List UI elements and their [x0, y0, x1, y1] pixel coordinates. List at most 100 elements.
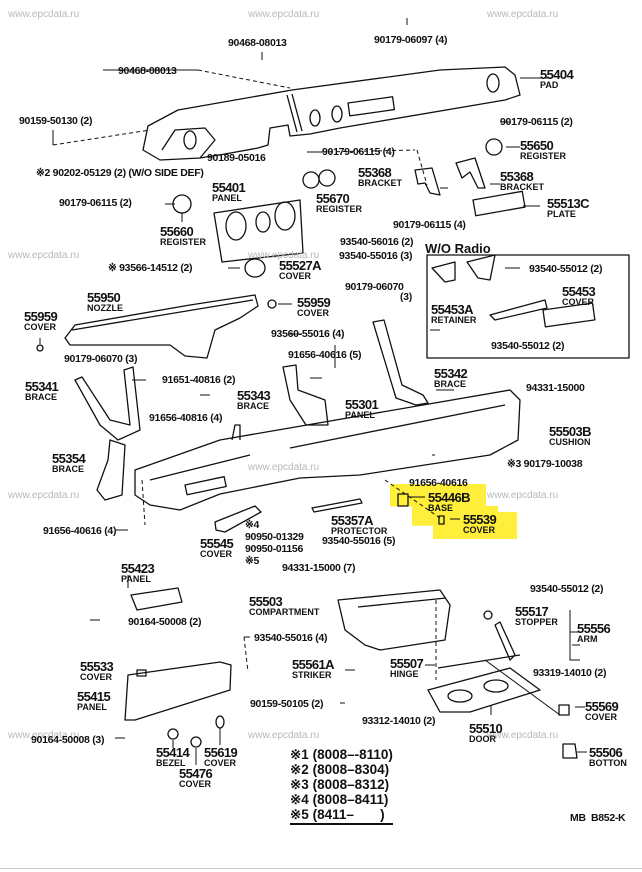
part-label-93319-14010[interactable]: 93319-14010 (2)	[533, 667, 607, 679]
part-label-93540-55012[interactable]: 93540-55012 (2)	[491, 340, 565, 352]
watermark: www.epcdata.ru	[248, 462, 320, 473]
cover-55545-shape	[214, 505, 262, 533]
cover-55453-shape	[542, 302, 596, 328]
part-label-93540-56016[interactable]: 93540-56016 (2)	[340, 236, 414, 248]
part-label-90179-06070[interactable]: 90179-06070(3)	[345, 281, 413, 303]
part-label-91656-40616[interactable]: 91656-40616 (5)	[288, 349, 362, 361]
part-label-93560-55016[interactable]: 93560-55016 (4)	[271, 328, 345, 340]
part-label-90179-06070[interactable]: 90179-06070 (3)	[64, 353, 138, 365]
base-55446b-shape	[397, 493, 409, 507]
part-label-90468-08013[interactable]: 90468-08013	[228, 37, 287, 49]
pad-55404-shape	[142, 66, 521, 161]
part-label-90179-06115[interactable]: 90179-06115 (2)	[500, 116, 573, 128]
part-label-91656-40816[interactable]: 91656-40816 (4)	[149, 412, 223, 424]
brace-55354-shape	[96, 439, 126, 501]
part-label-90179-10038[interactable]: ※3 90179-10038	[507, 458, 583, 470]
compartment-55503-shape	[337, 589, 451, 651]
part-label-93540-55016[interactable]: 93540-55016 (4)	[254, 632, 328, 644]
panel-55423-shape	[130, 587, 183, 611]
cover-55619-shape	[215, 715, 225, 729]
part-label-93540-55012[interactable]: 93540-55012 (2)	[530, 583, 604, 595]
part-label-93312-14010[interactable]: 93312-14010 (2)	[362, 715, 436, 727]
part-label-91656-40616[interactable]: 91656-40616 (4)	[43, 525, 117, 537]
part-label-90164-50008[interactable]: 90164-50008 (3)	[31, 734, 105, 746]
bottom-border	[0, 868, 642, 869]
cover-55533-shape	[136, 669, 147, 677]
part-label-90468-08013[interactable]: 90468-08013	[118, 65, 177, 77]
part-label-90189-05016[interactable]: 90189-05016	[207, 152, 266, 164]
legend-item: ※3 (8008–8312)	[290, 777, 390, 792]
part-label-90179-06115[interactable]: 90179-06115 (4)	[393, 219, 466, 231]
part-label-90950[interactable]: ※4 90950-01329 90950-01156 ※5	[245, 519, 304, 567]
part-label-94331-15000[interactable]: 94331-15000 (7)	[282, 562, 356, 574]
watermark: www.epcdata.ru	[248, 250, 320, 261]
part-label-91656-40616[interactable]: 91656-40616	[409, 477, 468, 489]
plate-55513c-shape	[472, 190, 526, 217]
part-label-93540-55016[interactable]: 93540-55016 (5)	[322, 535, 396, 547]
part-label-90159-50105[interactable]: 90159-50105 (2)	[250, 698, 324, 710]
wo-radio-box	[426, 254, 630, 359]
part-label-90164-50008[interactable]: 90164-50008 (2)	[128, 616, 202, 628]
part-label-90159-50130[interactable]: 90159-50130 (2)	[19, 115, 93, 127]
watermark: www.epcdata.ru	[8, 730, 80, 741]
cover-55569-shape	[558, 704, 570, 716]
part-label-90179-06097[interactable]: 90179-06097 (4)	[374, 34, 448, 46]
part-label-90202-05129[interactable]: ※2 90202-05129 (2) (W/O SIDE DEF)	[36, 167, 204, 179]
part-label-94331-15000[interactable]: 94331-15000	[526, 382, 585, 394]
part-label-91651-40816[interactable]: 91651-40816 (2)	[162, 374, 236, 386]
panel-55401-shape	[213, 199, 304, 263]
cover-55476-shape	[190, 736, 202, 748]
production-date-legend: ※1 (8008–-8110) ※2 (8008–8304) ※3 (8008–…	[290, 747, 393, 825]
nozzle-55950-shape	[64, 294, 259, 359]
retainer-55453a-shape	[489, 299, 548, 321]
bracket-55368-b-shape	[455, 157, 486, 189]
brace-55341-shape	[74, 366, 141, 441]
part-label-90179-06115[interactable]: 90179-06115 (2)	[59, 197, 132, 209]
bezel-55414-shape	[167, 728, 179, 740]
part-label-90179-06115[interactable]: 90179-06115 (4)	[322, 146, 395, 158]
door-55510-shape	[427, 667, 541, 713]
part-label-93540-55012[interactable]: 93540-55012 (2)	[529, 263, 603, 275]
watermark: www.epcdata.ru	[487, 730, 559, 741]
part-label-93540-55016[interactable]: 93540-55016 (3)	[339, 250, 413, 262]
part-label-93566-14512[interactable]: ※ 93566-14512 (2)	[108, 262, 193, 274]
